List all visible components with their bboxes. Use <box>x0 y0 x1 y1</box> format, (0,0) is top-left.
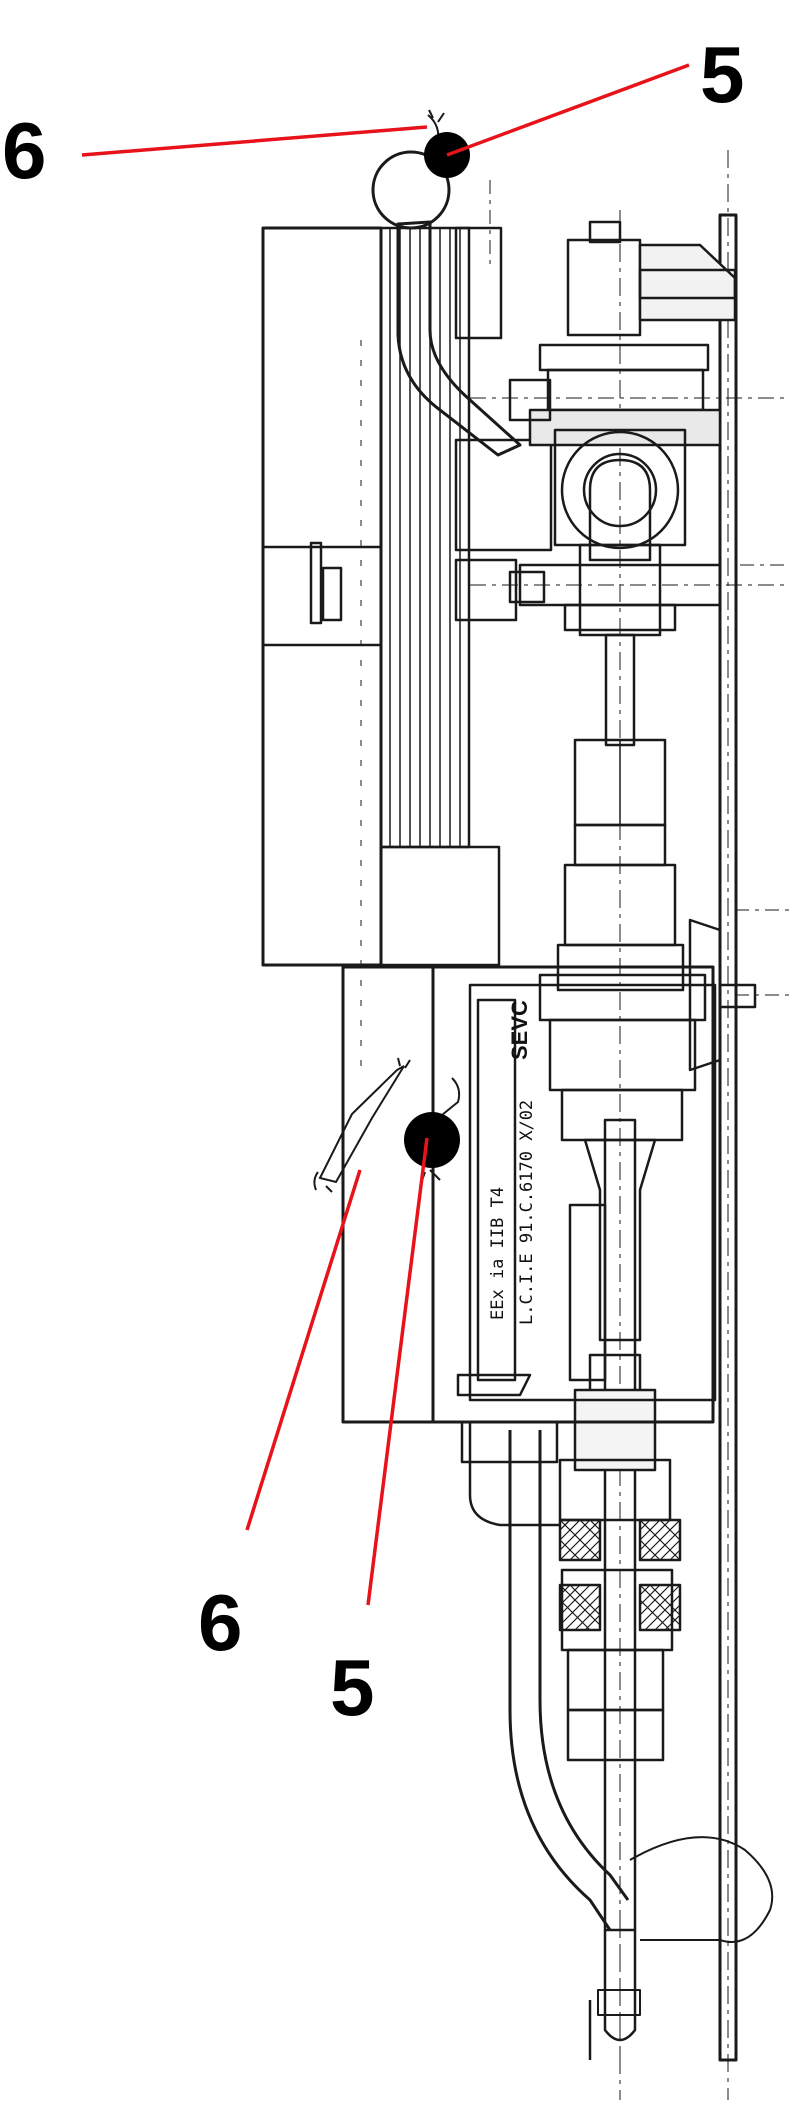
nameplate: SEVC EEx ia IIB T4 L.C.I.E 91.C.6170 X/0… <box>488 1000 537 1325</box>
line-art <box>261 150 790 2100</box>
nameplate-brand: SEVC <box>507 1000 532 1060</box>
handle-lever <box>371 150 522 457</box>
seal-wire-icon <box>313 109 461 1193</box>
fin-stack <box>379 226 553 967</box>
lead-seal-icon <box>404 1112 460 1168</box>
callout-labels: 6 5 6 5 <box>2 30 745 1732</box>
callout-label-6-bottom: 6 <box>198 1578 243 1667</box>
left-housing <box>261 226 383 967</box>
bent-tube <box>508 1430 630 2060</box>
lower-wire-loop <box>597 1836 774 2100</box>
callout-line-5-bottom <box>366 1137 429 1606</box>
callout-line-6-top <box>81 125 428 157</box>
center-marks <box>360 180 790 1070</box>
callout-line-6-bottom <box>245 1169 362 1531</box>
nameplate-line1: EEx ia IIB T4 <box>488 1187 508 1320</box>
upper-fittings <box>470 220 790 637</box>
callout-label-6-top: 6 <box>2 106 47 195</box>
side-bracket <box>688 909 790 1072</box>
knurled-couplings <box>558 1518 682 1632</box>
callout-label-5-bottom: 5 <box>330 1643 375 1732</box>
callout-line-5-top <box>446 63 690 157</box>
central-rod <box>538 633 707 2042</box>
seals <box>313 109 470 1193</box>
callout-lines <box>81 63 690 1606</box>
nameplate-line2: L.C.I.E 91.C.6170 X/02 <box>517 1100 537 1325</box>
frame-plate <box>619 150 738 2100</box>
callout-label-5-top: 5 <box>700 30 745 119</box>
terminal-box <box>341 965 717 1527</box>
